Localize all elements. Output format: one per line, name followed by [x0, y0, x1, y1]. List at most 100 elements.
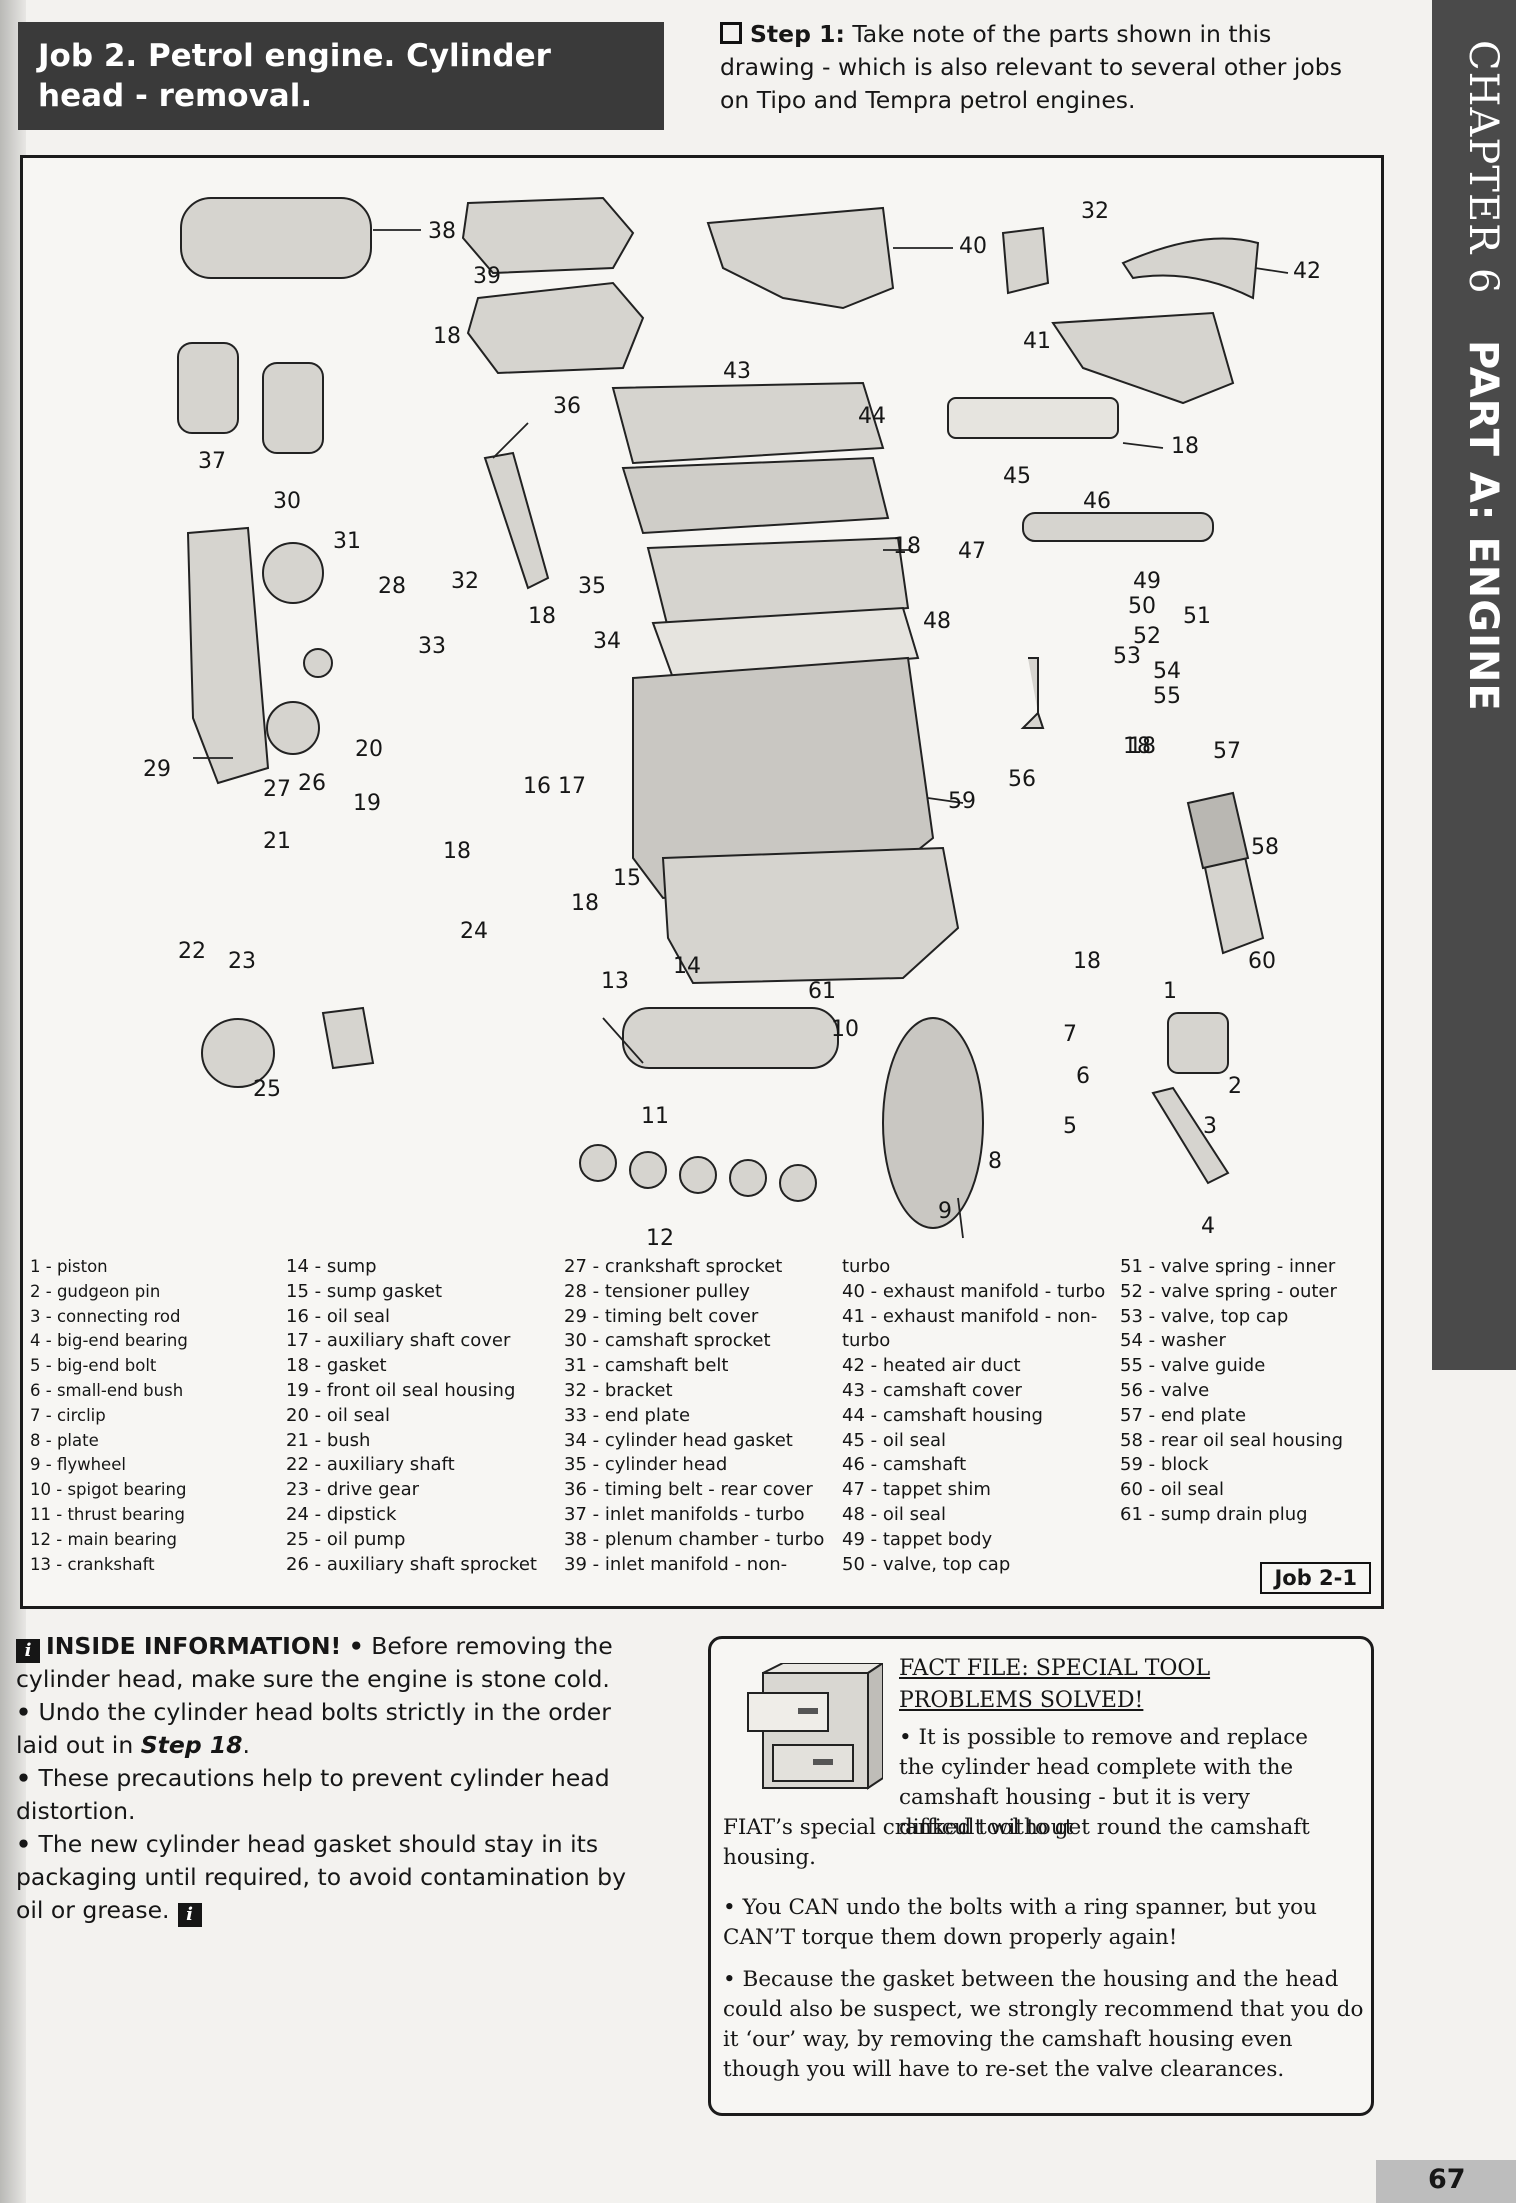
diagram-callouts: 38 39 18 37 40 32 42 41 18 43 36 44 45 1… [143, 199, 1321, 1248]
callout-10: 10 [831, 1017, 859, 1042]
tensioner-shape [303, 648, 333, 678]
bullet-icon: • [899, 1725, 912, 1750]
legend-item: 8 - plate [30, 1430, 99, 1450]
callout-31: 31 [333, 529, 361, 554]
callout-9: 9 [938, 1199, 952, 1224]
inside-info-p4: The new cylinder head gasket should stay… [16, 1830, 626, 1924]
legend-item: 53 - valve, top cap [1120, 1305, 1289, 1327]
legend-item: 42 - heated air duct [842, 1355, 1021, 1377]
legend-item: 13 - crankshaft [30, 1554, 155, 1574]
legend-item: 16 - oil seal [286, 1305, 391, 1327]
legend-item: 37 - inlet manifolds - turbo [564, 1503, 805, 1525]
legend-item: 21 - bush [286, 1429, 371, 1451]
fact-file: FACT FILE: SPECIAL TOOL PROBLEMS SOLVED!… [708, 1636, 1374, 2116]
inlet-manifold-shape [461, 196, 635, 275]
callout-22: 22 [178, 939, 206, 964]
callout-57: 57 [1213, 739, 1241, 764]
step-1: Step 1: Take note of the parts shown in … [720, 18, 1360, 117]
callout-44: 44 [858, 404, 886, 429]
timing-cover-shape [186, 526, 270, 785]
legend-item: 12 - main bearing [30, 1529, 177, 1549]
legend-item: 52 - valve spring - outer [1120, 1280, 1337, 1302]
callout-40: 40 [959, 234, 987, 259]
callout-34: 34 [593, 629, 621, 654]
callout-41: 41 [1023, 329, 1051, 354]
callout-18: 18 [1171, 434, 1199, 459]
bullet-icon: • [348, 1632, 364, 1660]
callout-6: 6 [1076, 1064, 1090, 1089]
fact-file-p1-text: It is possible to remove and replace the… [899, 1725, 1309, 1840]
callout-1: 1 [1163, 979, 1177, 1004]
legend-item: 14 - sump [286, 1256, 377, 1277]
callout-21: 21 [263, 829, 291, 854]
callout-15: 15 [613, 866, 641, 891]
callout-47: 47 [958, 539, 986, 564]
chapter-sidebar-text: CHAPTER 6 PART A: ENGINE [1446, 40, 1506, 711]
main-bearing-3-shape [679, 1156, 717, 1194]
callout-49: 49 [1133, 569, 1161, 594]
legend-item: 5 - big-end bolt [30, 1356, 157, 1376]
legend-item: 50 - valve, top cap [842, 1553, 1011, 1575]
inlet-turbo-right-shape [262, 362, 324, 454]
conrod-shape [1151, 1086, 1230, 1185]
callout-32: 32 [1081, 199, 1109, 224]
bullet-icon: • [16, 1698, 32, 1726]
callout-3: 3 [1203, 1114, 1217, 1139]
plenum-chamber-shape [180, 197, 372, 279]
callout-14: 14 [673, 954, 701, 979]
chapter-label: CHAPTER 6 [1460, 40, 1506, 295]
callout-45: 45 [1003, 464, 1031, 489]
callout-18: 18 [528, 604, 556, 629]
legend-item: 56 - valve [1120, 1379, 1210, 1401]
legend-item: 18 - gasket [286, 1355, 387, 1377]
inlet-turbo-left-shape [177, 342, 239, 434]
bullet-icon: • [723, 1967, 736, 1992]
legend-item: 7 - circlip [30, 1405, 106, 1425]
legend-column-5: 51 - valve spring - inner 52 - valve spr… [1120, 1255, 1343, 1528]
step-1-text: Take note of the parts shown in this dra… [720, 20, 1342, 114]
main-bearing-5-shape [779, 1164, 817, 1202]
legend-item: 48 - oil seal [842, 1503, 947, 1525]
legend-item: turbo [842, 1330, 891, 1352]
legend-item: 25 - oil pump [286, 1528, 406, 1550]
legend-item: 10 - spigot bearing [30, 1480, 187, 1500]
legend-item: 49 - tappet body [842, 1528, 993, 1550]
callout-33: 33 [418, 634, 446, 659]
legend-item: 24 - dipstick [286, 1503, 397, 1525]
legend-item: 60 - oil seal [1120, 1479, 1225, 1501]
gasket-manifold-shape [947, 397, 1119, 439]
callout-24: 24 [460, 919, 488, 944]
callout-18: 18 [1073, 949, 1101, 974]
bullet-icon: • [723, 1895, 736, 1920]
fact-file-p3-text: Because the gasket between the housing a… [723, 1967, 1364, 2082]
legend-column-1: 1 - piston 2 - gudgeon pin 3 - connectin… [30, 1255, 188, 1577]
callout-61: 61 [808, 979, 836, 1004]
legend-item: turbo [842, 1256, 891, 1277]
camshaft-shape [1022, 512, 1214, 542]
legend-item: 35 - cylinder head [564, 1454, 728, 1476]
callout-36: 36 [553, 394, 581, 419]
legend-item: 26 - auxiliary shaft sprocket [286, 1553, 537, 1575]
legend-item: 34 - cylinder head gasket [564, 1429, 793, 1451]
callout-35: 35 [578, 574, 606, 599]
inside-info-p1: Before removing the cylinder head, make … [16, 1632, 613, 1693]
legend-item: 22 - auxiliary shaft [286, 1454, 455, 1476]
step-reference: Step 18 [140, 1731, 243, 1759]
info-icon: i [177, 1903, 202, 1927]
filing-cabinet-icon [747, 1663, 883, 1790]
callout-29: 29 [143, 757, 171, 782]
callout-18: 18 [1123, 734, 1151, 759]
piston-shape [1167, 1012, 1229, 1074]
legend-item: 29 - timing belt cover [564, 1305, 759, 1327]
job-reference: Job 2-1 [1260, 1562, 1371, 1594]
legend-item: 3 - connecting rod [30, 1306, 181, 1326]
callout-17: 17 [558, 774, 586, 799]
exhaust-manifold-nonturbo-shape [1051, 311, 1235, 405]
callout-30: 30 [273, 489, 301, 514]
job-title: Job 2. Petrol engine. Cylinder head - re… [18, 22, 664, 130]
air-duct-shape [1121, 237, 1260, 300]
callout-48: 48 [923, 609, 951, 634]
parts-legend: 1 - piston 2 - gudgeon pin 3 - connectin… [22, 1255, 1380, 1585]
callout-7: 7 [1063, 1022, 1077, 1047]
